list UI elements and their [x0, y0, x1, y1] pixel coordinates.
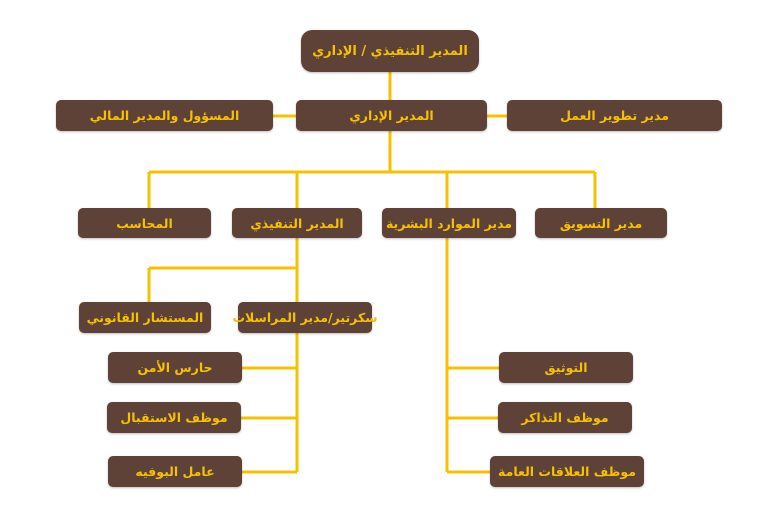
connector-hr-children: [445, 238, 499, 474]
node-buffet-worker: عامل البوفيه: [108, 456, 242, 487]
node-accountant: المحاسب: [78, 208, 211, 238]
node-tickets-officer: موظف التذاكر: [498, 402, 632, 433]
node-hr-manager: مدير الموارد البشرية: [382, 208, 516, 238]
node-secretary: سكرتير/مدير المراسلات: [232, 302, 378, 333]
node-documentation: التوثيق: [499, 352, 633, 383]
node-legal-advisor: المستشار القانوني: [79, 302, 211, 333]
node-finance: المسؤول والمدير المالي: [56, 100, 273, 131]
connector-secretary-children: [241, 333, 299, 474]
node-executive-manager: المدير التنفيذي: [232, 208, 362, 238]
node-business-dev: مدير تطوير العمل: [507, 100, 722, 131]
node-pr-officer: موظف العلاقات العامة: [490, 456, 644, 487]
node-marketing-manager: مدير التسويق: [535, 208, 667, 238]
node-security-guard: حارس الأمن: [108, 352, 242, 383]
node-admin-manager: المدير الإداري: [296, 100, 487, 131]
node-ceo: المدير التنفيذي / الإداري: [301, 30, 479, 72]
connector-exec-children: [147, 238, 299, 302]
connector-admin-row3: [147, 131, 597, 208]
node-receptionist: موظف الاستقبال: [107, 402, 241, 433]
